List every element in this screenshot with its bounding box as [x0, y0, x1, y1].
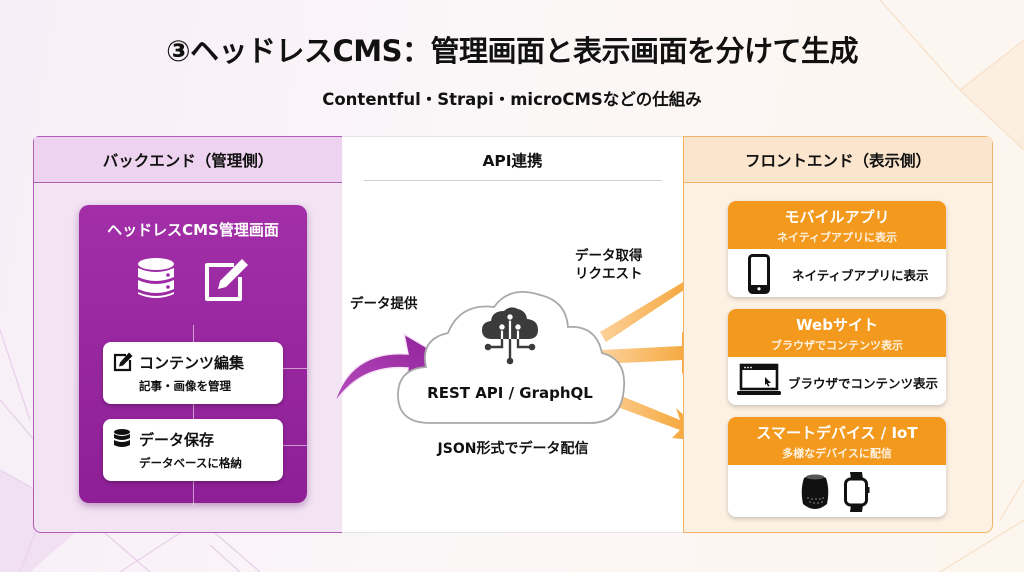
card-subtitle: ネイティブアプリに表示: [776, 231, 898, 244]
data-request-label-line2: リクエスト: [575, 266, 643, 283]
backend-heading: バックエンド（管理側）: [34, 137, 342, 183]
database-icon: [138, 258, 174, 298]
cms-admin-box: ヘッドレスCMS管理画面 コ: [79, 205, 307, 505]
data-provide-arrow: [333, 332, 450, 405]
content-edit-card: コンテンツ編集 記事・画像を管理: [103, 342, 283, 404]
smartwatch-icon: [844, 472, 870, 512]
data-request-label: データ取得 リクエスト: [575, 247, 643, 283]
edit-icon: [113, 352, 133, 372]
connector-line: [193, 325, 194, 505]
card-header: モバイルアプリ ネイティブアプリに表示: [728, 201, 946, 249]
card-subtitle: データベースに格納: [139, 456, 242, 470]
frontend-heading: フロントエンド（表示側）: [684, 137, 992, 183]
card-title: Webサイト: [796, 316, 878, 334]
card-header: スマートデバイス / IoT 多様なデバイスに配信: [728, 417, 946, 465]
divider: [364, 180, 662, 181]
json-delivery-label: JSON形式でデータ配信: [0, 440, 1024, 459]
website-card: Webサイト ブラウザでコンテンツ表示 ブラウザでコンテンツ表示: [728, 309, 946, 405]
api-cloud: REST API / GraphQL: [390, 283, 630, 433]
database-icon: [114, 429, 130, 447]
card-body-text: ブラウザでコンテンツ表示: [788, 376, 939, 391]
card-subtitle: 多様なデバイスに配信: [782, 447, 892, 460]
smart-device-card: スマートデバイス / IoT 多様なデバイスに配信: [728, 417, 946, 517]
connector-line: [283, 368, 307, 369]
card-subtitle: ブラウザでコンテンツ表示: [771, 339, 903, 352]
card-header: Webサイト ブラウザでコンテンツ表示: [728, 309, 946, 357]
page-title: ③ヘッドレスCMS：管理画面と表示画面を分けて生成: [165, 34, 859, 68]
json-delivery-text: JSON形式でデータ配信: [437, 441, 589, 457]
connector-line: [283, 445, 307, 446]
data-request-label-line1: データ取得: [575, 248, 643, 264]
edit-icon: [205, 259, 248, 301]
page-subtitle: Contentful・Strapi・microCMSなどの仕組み: [322, 90, 702, 109]
cloud-label: REST API / GraphQL: [427, 384, 593, 402]
cms-title: ヘッドレスCMS管理画面: [107, 221, 279, 239]
smart-speaker-icon: [801, 474, 829, 509]
smartphone-icon: [748, 254, 770, 294]
backend-panel: バックエンド（管理側） ヘッドレスCMS管理画面: [33, 136, 343, 533]
card-title: コンテンツ編集: [139, 354, 245, 372]
data-provide-label: データ提供: [350, 296, 418, 312]
arrow-to-mobile: [600, 258, 716, 342]
card-title: モバイルアプリ: [784, 208, 890, 226]
card-title: データ保存: [139, 431, 215, 449]
api-heading: API連携: [482, 152, 543, 170]
mobile-app-card: モバイルアプリ ネイティブアプリに表示 ネイティブアプリに表示: [728, 201, 946, 297]
data-storage-card: データ保存 データベースに格納: [103, 419, 283, 481]
cloud-network-icon: [482, 307, 538, 365]
card-body-text: ネイティブアプリに表示: [792, 268, 929, 283]
card-subtitle: 記事・画像を管理: [139, 379, 231, 393]
frontend-panel: フロントエンド（表示側） モバイルアプリ ネイティブアプリに表示 ネイティブアプ…: [683, 136, 993, 533]
api-panel: API連携: [342, 136, 683, 533]
card-title: スマートデバイス / IoT: [756, 424, 918, 442]
laptop-icon: [737, 363, 781, 395]
